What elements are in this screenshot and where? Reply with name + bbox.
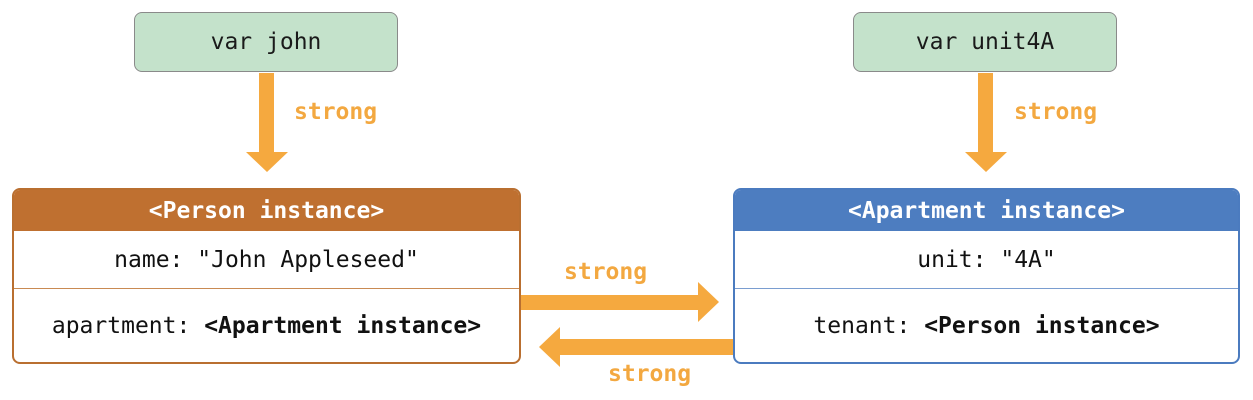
person-name-value: "John Appleseed" bbox=[197, 246, 419, 273]
arrow-unit4A-to-apartment bbox=[965, 73, 1007, 172]
person-name-row: name: "John Appleseed" bbox=[14, 231, 519, 289]
strong-label-apartment-to-person: strong bbox=[608, 361, 692, 387]
strong-label-unit4A: strong bbox=[1014, 99, 1098, 125]
variable-unit4A: var unit4A bbox=[853, 12, 1117, 72]
person-apartment-row: apartment: <Apartment instance> bbox=[14, 289, 519, 362]
strong-label-person-to-apartment: strong bbox=[564, 259, 648, 285]
arrow-apartment-to-person bbox=[539, 327, 735, 367]
arrow-person-to-apartment bbox=[521, 282, 719, 322]
apartment-unit-value: "4A" bbox=[1000, 246, 1056, 273]
person-instance-box: <Person instance> name: "John Appleseed"… bbox=[12, 188, 521, 364]
person-name-key: name: bbox=[114, 246, 198, 273]
apartment-tenant-value: <Person instance> bbox=[924, 312, 1160, 339]
person-apartment-value: <Apartment instance> bbox=[204, 312, 482, 339]
apartment-unit-row: unit: "4A" bbox=[735, 231, 1238, 289]
apartment-unit-key: unit: bbox=[917, 246, 1001, 273]
strong-label-john: strong bbox=[294, 99, 378, 125]
apartment-instance-box: <Apartment instance> unit: "4A" tenant: … bbox=[733, 188, 1240, 364]
apartment-instance-header: <Apartment instance> bbox=[735, 190, 1238, 231]
apartment-tenant-key: tenant: bbox=[813, 312, 925, 339]
apartment-tenant-row: tenant: <Person instance> bbox=[735, 289, 1238, 362]
arrow-john-to-person bbox=[246, 73, 288, 172]
person-instance-header: <Person instance> bbox=[14, 190, 519, 231]
variable-john: var john bbox=[134, 12, 398, 72]
person-apartment-key: apartment: bbox=[51, 312, 205, 339]
